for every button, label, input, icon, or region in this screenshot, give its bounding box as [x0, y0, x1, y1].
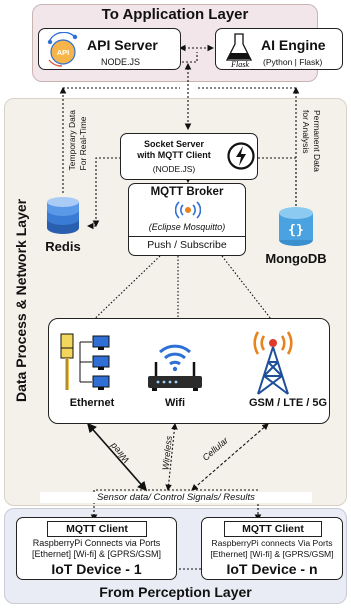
broker-cellular-link	[221, 255, 279, 329]
mqtt-client-label-1: MQTT Client	[47, 521, 147, 537]
api-icon: API	[45, 31, 81, 68]
wifi-router-icon	[142, 332, 208, 394]
broker-ethernet-link	[82, 255, 161, 331]
iot-device-n-desc: RaspberryPi connects Via Ports[Ethernet]…	[210, 538, 334, 559]
api-server-box: API API Server NODE.JS	[38, 28, 181, 70]
wifi-label: Wifi	[164, 397, 186, 409]
svg-text:{}: {}	[288, 223, 304, 238]
mqtt-client-label-n: MQTT Client	[224, 521, 322, 537]
mqtt-broker-title: MQTT Broker	[150, 186, 224, 198]
sensor-data-label: Sensor data/ Control Signals/ Results	[40, 492, 312, 503]
mqtt-broker-subtitle: (Eclipse Mosquitto)	[148, 222, 226, 232]
api-server-subtitle: NODE.JS	[101, 57, 141, 67]
application-layer-title: To Application Layer	[101, 6, 249, 23]
mqtt-broker-box: MQTT Broker (Eclipse Mosquitto) Push / S…	[128, 183, 246, 256]
ethernet-icon	[58, 330, 116, 392]
flask-icon: Flask	[221, 32, 259, 69]
data-network-layer-title: Data Process & Network Layer	[13, 198, 29, 402]
ethernet-label: Ethernet	[69, 397, 115, 409]
mongodb-label: MongoDB	[265, 251, 327, 266]
device-bus	[93, 489, 259, 520]
ai-engine-title: AI Engine	[261, 37, 326, 53]
cellular-network-label: GSM / LTE / 5G	[248, 397, 328, 409]
iot-device-n-name: IoT Device - n	[226, 561, 318, 577]
socket-server-subtitle: (NODE.JS)	[152, 164, 196, 174]
api-icon-text: API	[57, 48, 70, 57]
ai-engine-box: Flask AI Engine (Python | Flask)	[215, 28, 343, 70]
redis-icon	[43, 197, 83, 237]
cellular-link	[191, 423, 269, 491]
api-server-title: API Server	[87, 37, 158, 53]
broadcast-icon	[174, 200, 202, 220]
redis-label: Redis	[45, 239, 81, 254]
mqtt-broker-footer: Push / Subscribe	[147, 239, 227, 251]
socket-redis-link	[92, 157, 121, 228]
iot-device-1-desc: RaspberryPi Connects via Ports[Ethernet]…	[31, 538, 162, 559]
flask-icon-text: Flask	[230, 60, 249, 68]
wired-link	[86, 422, 148, 492]
perception-layer-title: From Perception Layer	[99, 584, 252, 600]
iot-device-1-name: IoT Device - 1	[51, 561, 142, 577]
iot-device-n-box: MQTT Client RaspberryPi connects Via Por…	[201, 517, 343, 580]
wireless-link	[165, 422, 178, 492]
socket-io-icon	[226, 141, 256, 171]
cell-tower-icon	[244, 324, 302, 396]
top-bus	[179, 52, 198, 63]
iot-device-1-box: MQTT Client RaspberryPi Connects via Por…	[16, 517, 177, 580]
mongodb-icon: {}	[276, 204, 316, 248]
ai-engine-subtitle: (Python | Flask)	[263, 57, 323, 67]
